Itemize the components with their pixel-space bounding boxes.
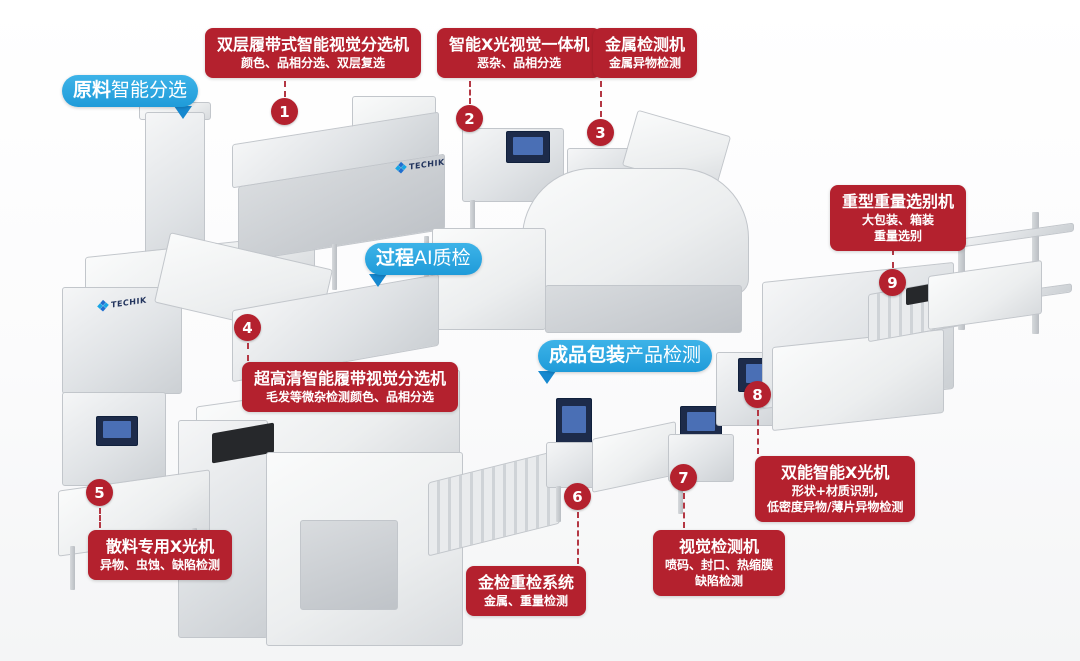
station-marker-3: 3 [587,119,614,146]
station-title: 重型重量选别机 [842,192,955,211]
station-marker-2: 2 [456,105,483,132]
gantry-post [958,198,965,330]
machine-center-tunnel [300,520,398,610]
station-label-3: 金属检测机 金属异物检测 [593,28,698,78]
techik-clover-icon [395,161,407,174]
station-label-7: 视觉检测机 喷码、封口、热缩膜 缺陷检测 [653,530,786,596]
station-marker-5: 5 [86,479,113,506]
station-label-8: 双能智能X光机 形状+材质识别, 低密度异物/薄片异物检测 [755,456,916,522]
machine-bulk-xray-screen [96,416,138,446]
machine-leg [556,486,561,522]
machine-leg [678,480,683,514]
station-subtitle: 喷码、封口、热缩膜 [665,558,774,572]
banner-text: 智能分选 [111,79,188,101]
connector-line [683,493,685,528]
station-subtitle: 低密度异物/薄片异物检测 [767,500,904,514]
connector-line [757,410,759,454]
station-marker-7: 7 [670,464,697,491]
station-title: 视觉检测机 [679,537,760,556]
down-arrow-icon [538,371,556,384]
connector-line [469,81,471,104]
stage-banner-finished-packaging: 成品包装产品检测 [538,340,713,372]
connector-line [247,343,249,361]
machine-checkweigher-monitor [556,398,592,446]
connector-line [600,81,602,117]
techik-clover-icon [97,299,109,312]
connector-line [577,512,579,564]
station-subtitle: 形状+材质识别, [791,484,879,498]
machine-drum-cylinder [522,168,749,295]
station-subtitle: 金属、重量检测 [484,594,569,608]
station-subtitle: 颜色、品相分选、双层复选 [241,56,386,70]
machine-uhd-sorter-body [62,287,182,394]
station-marker-8: 8 [744,381,771,408]
machine-xray-vision-screen [506,131,550,163]
machine-leg [70,546,75,590]
station-label-4: 超高清智能履带视觉分选机 毛发等微杂检测颜色、品相分选 [242,362,459,412]
station-marker-1: 1 [271,98,298,125]
station-marker-9: 9 [879,269,906,296]
station-title: 双层履带式智能视觉分选机 [217,35,410,54]
down-arrow-icon [174,106,192,119]
station-subtitle: 恶杂、品相分选 [477,56,562,70]
station-marker-4: 4 [234,314,261,341]
station-label-5: 散料专用X光机 异物、虫蚀、缺陷检测 [88,530,233,580]
machine-case-packer-front [772,328,944,432]
station-subtitle: 金属异物检测 [609,56,682,70]
station-subtitle: 大包装、箱装 [862,213,935,227]
station-subtitle: 重量选别 [874,229,923,243]
station-title: 超高清智能履带视觉分选机 [254,369,447,388]
station-title: 金检重检系统 [478,573,575,592]
station-title: 金属检测机 [605,35,686,54]
transfer-conveyor [592,421,676,493]
station-subtitle: 异物、虫蚀、缺陷检测 [100,558,221,572]
connector-line [99,508,101,528]
station-subtitle: 毛发等微杂检测颜色、品相分选 [266,390,435,404]
machine-leg [470,200,475,240]
banner-text: 产品检测 [625,344,702,366]
station-label-1: 双层履带式智能视觉分选机 颜色、品相分选、双层复选 [205,28,422,78]
station-label-9: 重型重量选别机 大包装、箱装 重量选别 [830,185,967,251]
station-label-6: 金检重检系统 金属、重量检测 [466,566,587,616]
station-title: 双能智能X光机 [781,463,890,482]
station-marker-6: 6 [564,483,591,510]
banner-text-bold: 成品包装 [549,344,626,366]
banner-text: AI质检 [414,247,471,269]
banner-text-bold: 过程 [376,247,415,269]
machine-drum-base [545,285,742,333]
banner-text-bold: 原料 [73,79,112,101]
connector-line [892,249,894,268]
station-title: 智能X光视觉一体机 [449,35,590,54]
station-subtitle: 缺陷检测 [695,574,744,588]
connector-line [284,81,286,97]
stage-banner-process-qc: 过程AI质检 [365,243,482,275]
machine-leg [332,244,337,290]
station-label-2: 智能X光视觉一体机 恶杂、品相分选 [437,28,602,78]
stage-banner-raw-sorting: 原料智能分选 [62,75,199,107]
station-title: 散料专用X光机 [105,537,215,556]
down-arrow-icon [369,274,387,287]
